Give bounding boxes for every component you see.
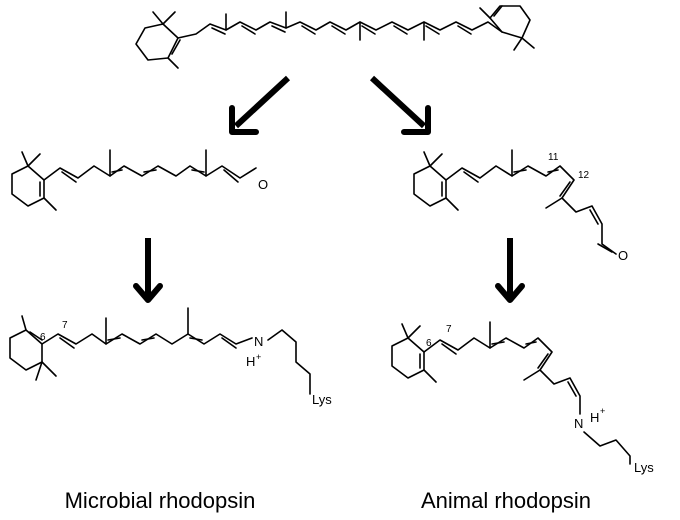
animal-chromophore-structure: 6 7 N H + Lys [391, 321, 654, 475]
hydrogen-label: H [590, 410, 599, 425]
nitrogen-label: N [574, 416, 583, 431]
all-trans-retinal-structure: O [11, 149, 268, 211]
animal-rhodopsin-caption: Animal rhodopsin [421, 488, 591, 513]
beta-carotene-structure [135, 5, 535, 69]
11-cis-retinal-structure: 11 12 O [413, 149, 628, 263]
lysine-label: Lys [312, 392, 332, 407]
lysine-label: Lys [634, 460, 654, 475]
carbon-11-label: 11 [548, 152, 559, 163]
down-arrow-right [495, 238, 525, 303]
microbial-rhodopsin-caption: Microbial rhodopsin [65, 488, 256, 513]
cleavage-arrow-right [369, 75, 431, 135]
down-arrow-left [133, 238, 163, 303]
oxygen-label: O [618, 248, 628, 263]
carbon-12-label: 12 [578, 170, 590, 181]
carbon-7-label: 7 [62, 320, 68, 331]
nitrogen-label: N [254, 334, 263, 349]
microbial-chromophore-structure: 6 7 N H + Lys [9, 307, 332, 407]
charge-label: + [256, 352, 261, 362]
charge-label: + [600, 406, 605, 416]
oxygen-label: O [258, 177, 268, 192]
carbon-6-label: 6 [40, 332, 46, 343]
carbon-7-label: 7 [446, 324, 452, 335]
cleavage-arrow-left [229, 75, 291, 135]
hydrogen-label: H [246, 354, 255, 369]
carbon-6-label: 6 [426, 338, 432, 349]
